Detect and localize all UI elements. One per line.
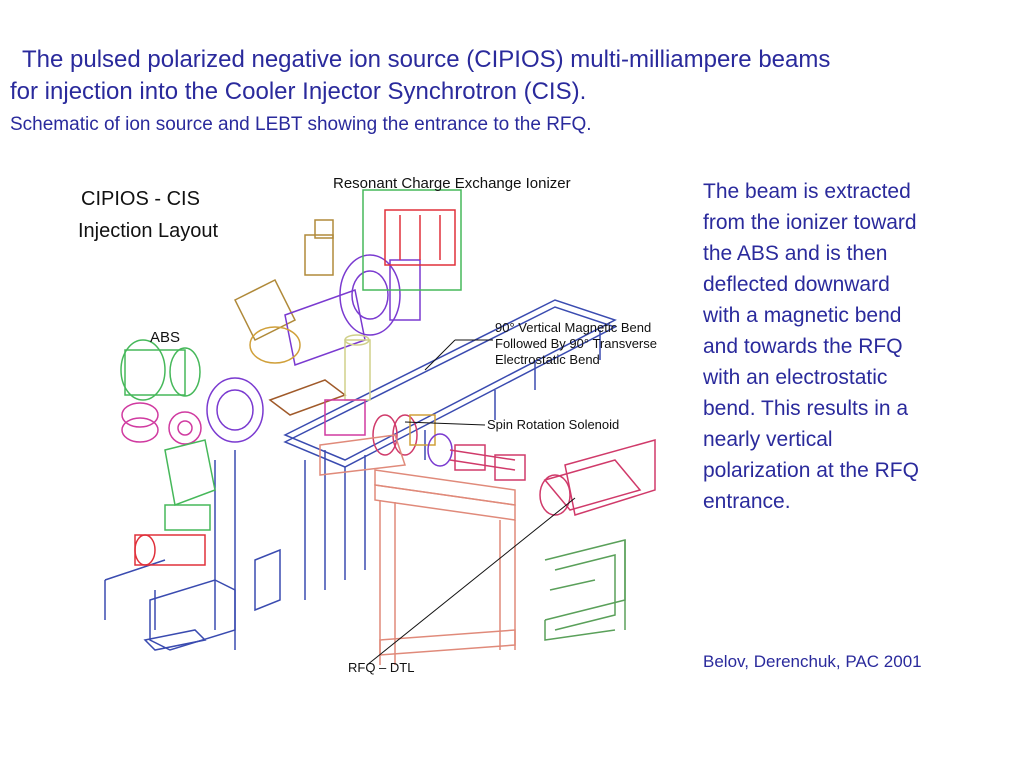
bend-label-line-2: Followed By 90° Transverse bbox=[495, 336, 657, 351]
beamline bbox=[372, 414, 656, 516]
slide-title: The pulsed polarized negative ion source… bbox=[10, 44, 1010, 108]
slide-subtitle: Schematic of ion source and LEBT showing… bbox=[10, 114, 592, 135]
figure-heading-line-2: Injection Layout bbox=[78, 220, 219, 242]
green-stand bbox=[544, 539, 626, 641]
leader-lines bbox=[366, 339, 576, 666]
support-frame bbox=[104, 299, 617, 651]
title-line-1: The pulsed polarized negative ion source… bbox=[22, 46, 831, 73]
abs-label: ABS bbox=[150, 329, 181, 346]
figure-heading-line-1: CIPIOS - CIS bbox=[81, 188, 200, 210]
abs-assembly bbox=[120, 339, 264, 566]
rfq-stand bbox=[319, 434, 516, 665]
ionizer-label: Resonant Charge Exchange Ionizer bbox=[333, 175, 571, 192]
title-line-2: for injection into the Cooler Injector S… bbox=[10, 78, 587, 105]
solenoid-label: Spin Rotation Solenoid bbox=[487, 417, 620, 432]
rfq-label: RFQ – DTL bbox=[348, 660, 415, 675]
injection-layout-figure: CIPIOS - CIS Injection Layout Resonant C… bbox=[78, 160, 685, 705]
injection-layout-drawing bbox=[104, 189, 656, 666]
citation-text: Belov, Derenchuk, PAC 2001 bbox=[703, 652, 922, 671]
bend-label-line-3: Electrostatic Bend bbox=[495, 352, 600, 367]
description-text: The beam is extracted from the ionizer t… bbox=[703, 180, 919, 513]
ionizer-assembly bbox=[233, 189, 462, 436]
bend-label-line-1: 90° Vertical Magnetic Bend bbox=[495, 320, 652, 335]
